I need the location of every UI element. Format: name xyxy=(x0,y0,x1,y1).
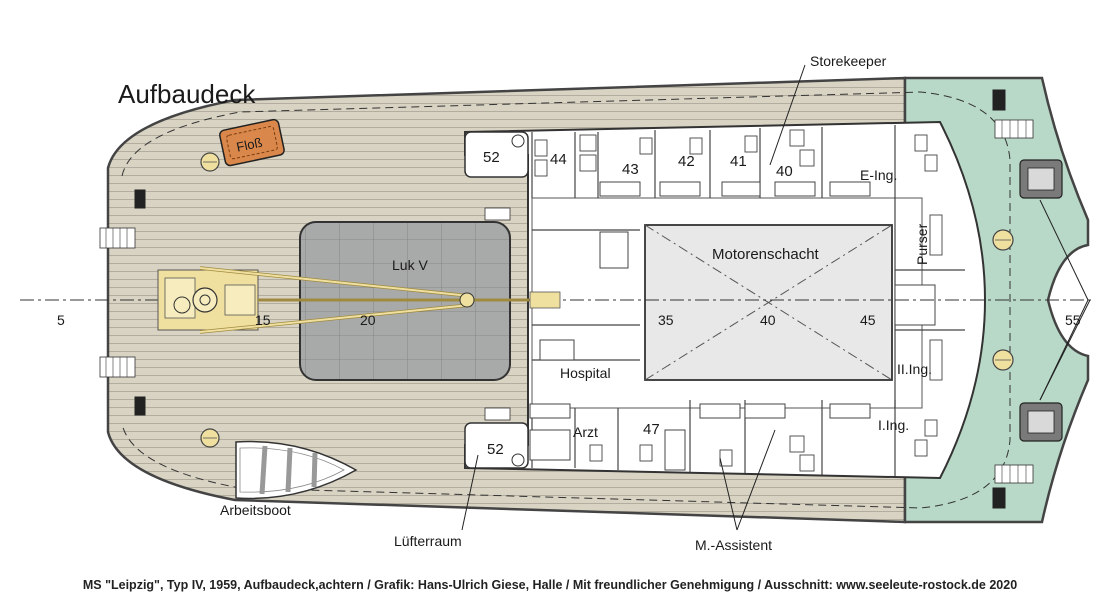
label-storekeeper: Storekeeper xyxy=(810,53,887,69)
bunks xyxy=(529,181,936,471)
life-raft xyxy=(219,118,285,167)
label-i-ing: I.Ing. xyxy=(878,417,909,433)
label-luk-v: Luk V xyxy=(392,257,428,273)
frame-number-45: 45 xyxy=(860,312,876,328)
cabin-partitions-top xyxy=(531,125,896,198)
ladders xyxy=(99,119,1034,484)
wardrobes xyxy=(534,129,943,472)
frame-number-20: 20 xyxy=(360,312,376,328)
luefterraum-bottom-room xyxy=(464,422,529,469)
cabin-number-44: 44 xyxy=(550,151,567,168)
frame-number-15: 15 xyxy=(255,312,271,328)
diagram-title: Aufbaudeck xyxy=(118,79,256,109)
cabin-number-52-bottom: 52 xyxy=(487,441,504,458)
label-m-assistent: M.-Assistent xyxy=(695,537,772,553)
frame-number-5: 5 xyxy=(57,312,65,328)
cabin-number-40: 40 xyxy=(776,163,793,180)
frame-number-35: 35 xyxy=(658,312,674,328)
deck-edge-dashed-line xyxy=(121,91,1011,509)
label-luefterraum: Lüfterraum xyxy=(394,533,462,549)
label-e-ing: E-Ing. xyxy=(860,167,897,183)
label-floss: Floß xyxy=(235,135,264,155)
frame-number-55: 55 xyxy=(1065,312,1081,328)
cabin-number-43: 43 xyxy=(622,161,639,178)
label-arzt: Arzt xyxy=(573,424,598,440)
label-motorenschacht: Motorenschacht xyxy=(712,246,820,263)
frame-number-40: 40 xyxy=(760,312,776,328)
cabin-number-41: 41 xyxy=(730,153,747,170)
winches xyxy=(134,89,1006,509)
cabin-number-47: 47 xyxy=(643,421,660,438)
label-hospital: Hospital xyxy=(560,365,611,381)
cabin-number-52-top: 52 xyxy=(483,149,500,166)
leader-lines xyxy=(461,64,1091,531)
label-ii-ing: II.Ing. xyxy=(897,361,932,377)
label-purser: Purser xyxy=(914,223,930,265)
label-arbeitsboot: Arbeitsboot xyxy=(220,502,291,518)
cabin-number-42: 42 xyxy=(678,153,695,170)
source-caption: MS "Leipzig", Typ IV, 1959, Aufbaudeck,a… xyxy=(82,578,1018,592)
